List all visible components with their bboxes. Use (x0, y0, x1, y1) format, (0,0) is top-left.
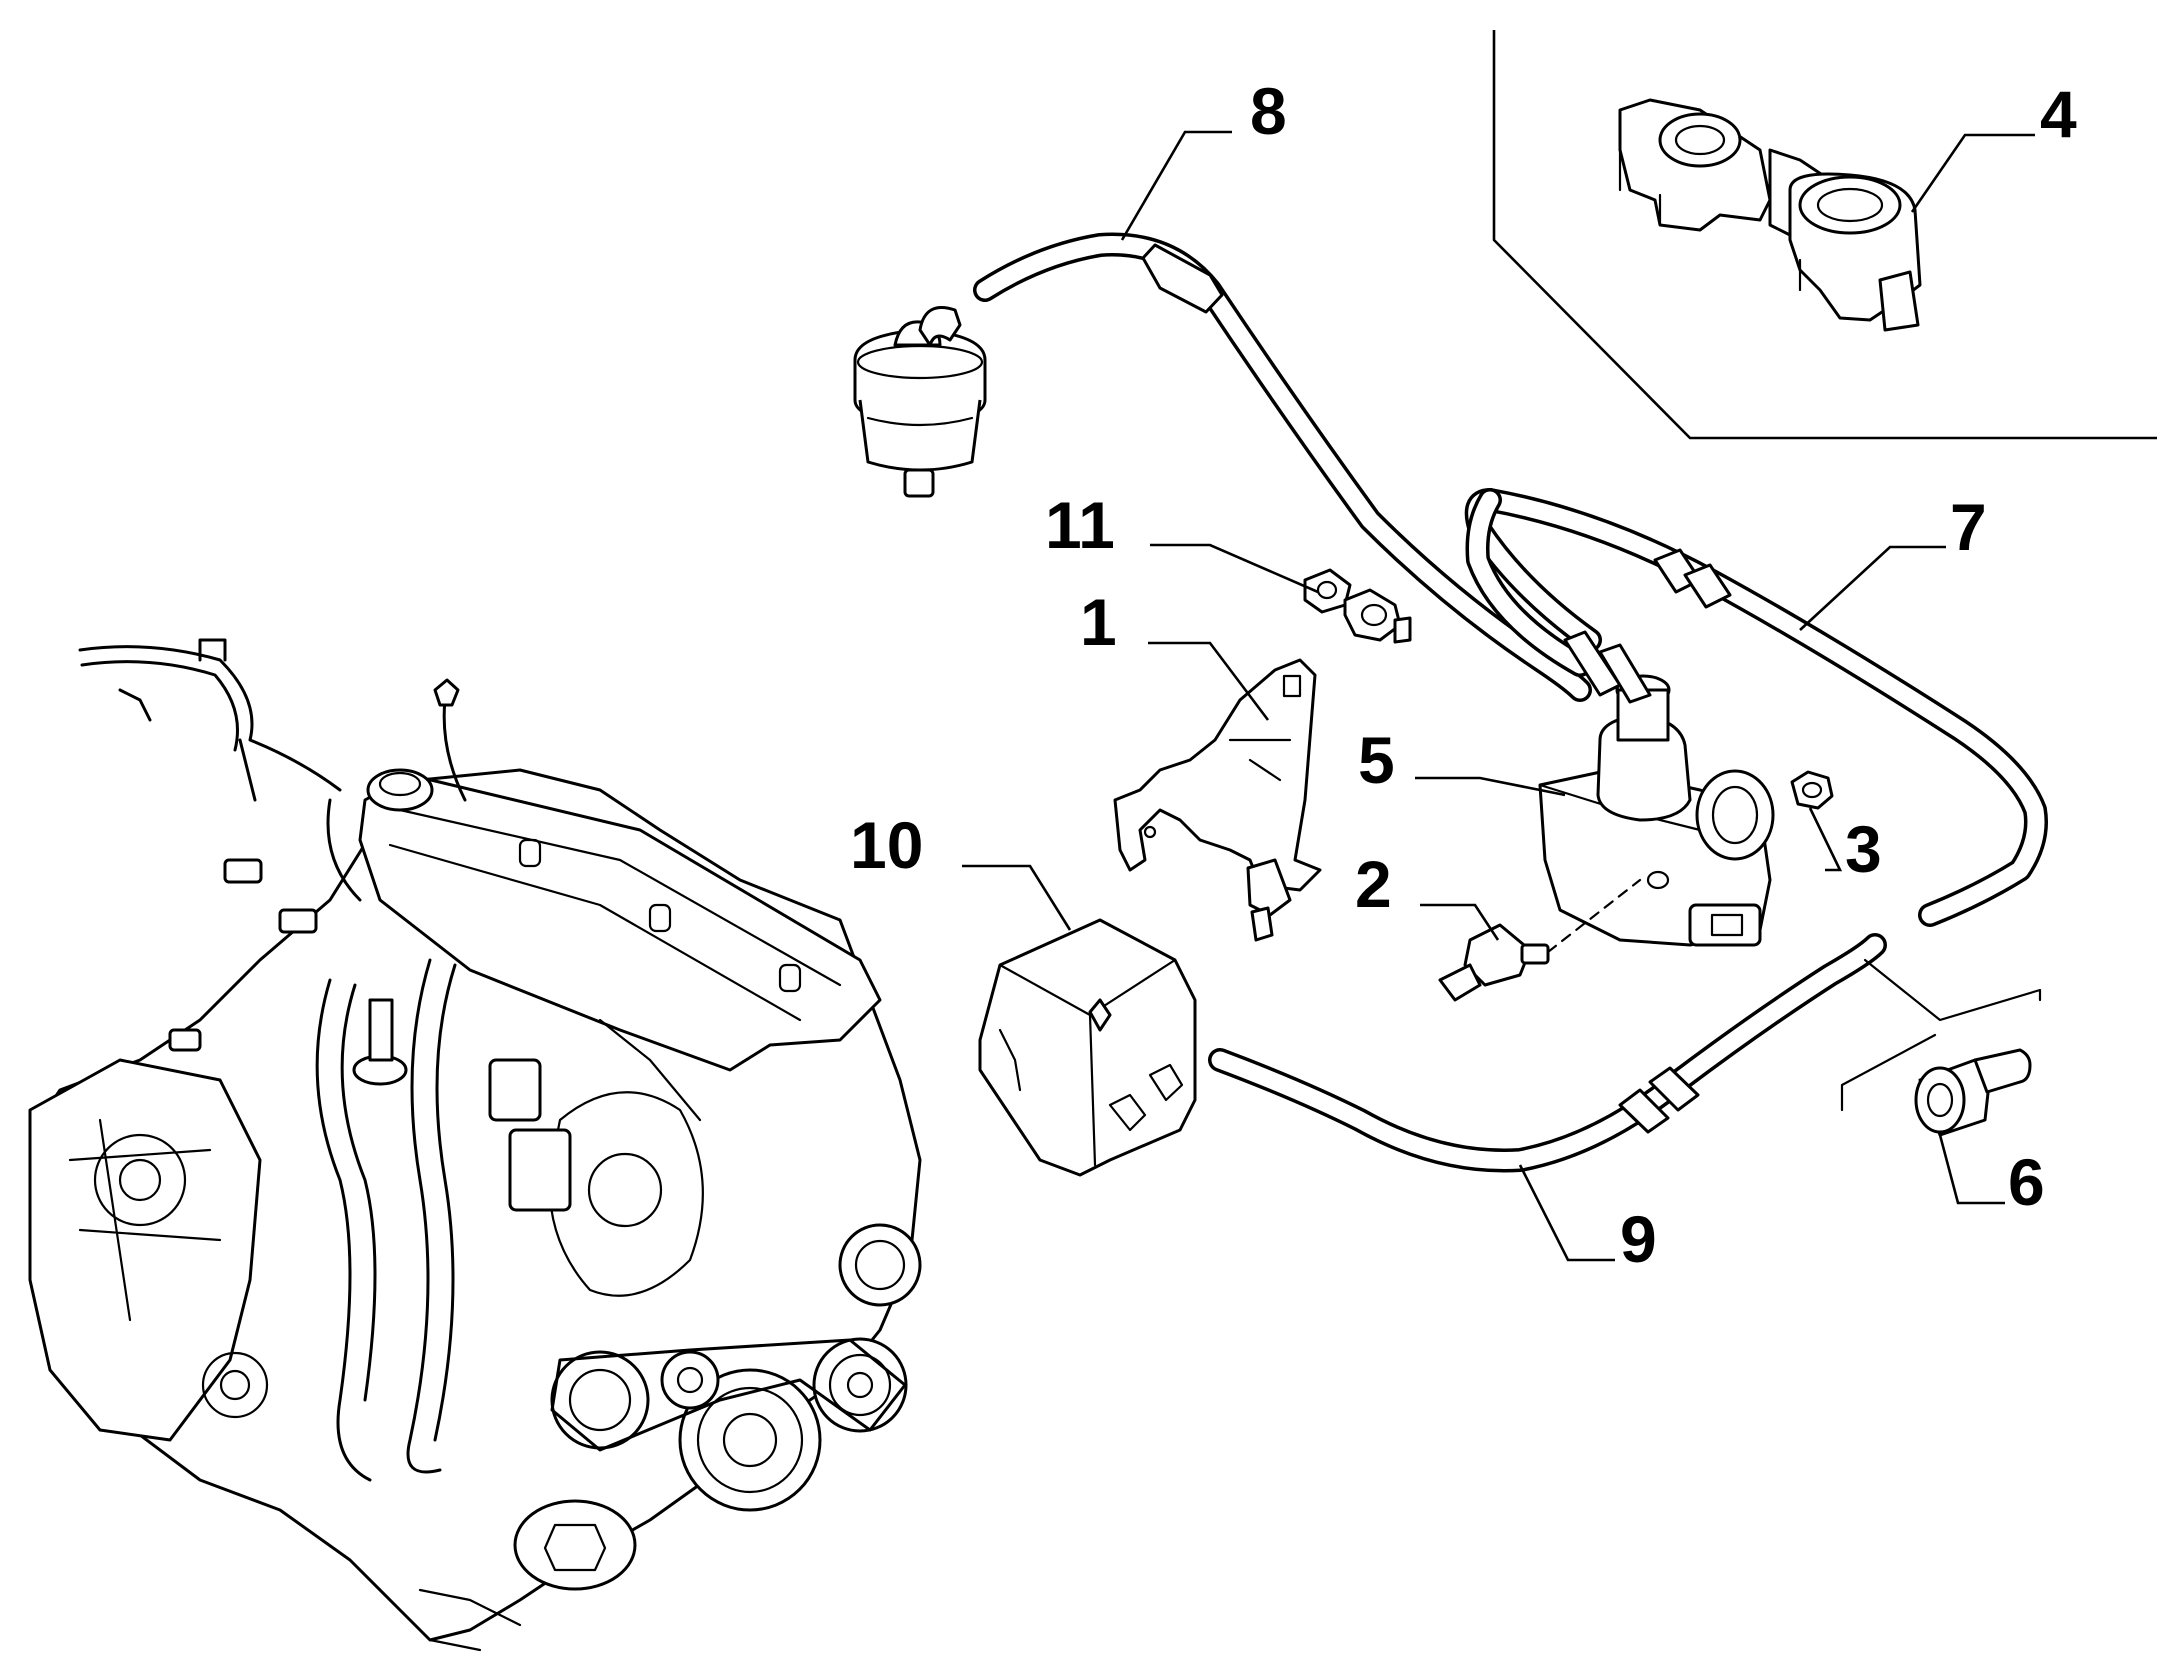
vacuum-hose-7 (1464, 488, 2048, 927)
engine-assembly (28, 638, 922, 1652)
callout-1: 1 (1080, 585, 1117, 659)
control-box-10 (978, 918, 1197, 1177)
sensor-2 (1438, 878, 1642, 1002)
callout-8: 8 (1250, 74, 1287, 148)
vacuum-reservoir (853, 306, 987, 498)
callout-3: 3 (1845, 812, 1882, 886)
bushing-6 (1840, 958, 2042, 1137)
hose-clip-11 (1303, 568, 1412, 644)
vacuum-hose-8 (973, 232, 1592, 702)
callout-11: 11 (1045, 488, 1115, 562)
solenoid-valve (1538, 630, 1775, 947)
callout-2: 2 (1355, 847, 1392, 921)
nut-3 (1790, 770, 1834, 810)
callout-6: 6 (2008, 1145, 2045, 1219)
vacuum-hose-9 (1208, 933, 1887, 1173)
bracket-1 (1113, 658, 1322, 942)
callout-4: 4 (2040, 77, 2077, 151)
callout-5: 5 (1358, 723, 1395, 797)
callout-labels: 8 4 11 1 7 5 3 2 10 9 6 (850, 74, 2077, 1276)
leader-lines (962, 130, 2035, 1262)
callout-10: 10 (850, 808, 923, 882)
callout-9: 9 (1620, 1202, 1657, 1276)
callout-7: 7 (1950, 490, 1987, 564)
hose-clamp-4 (1492, 30, 2157, 440)
